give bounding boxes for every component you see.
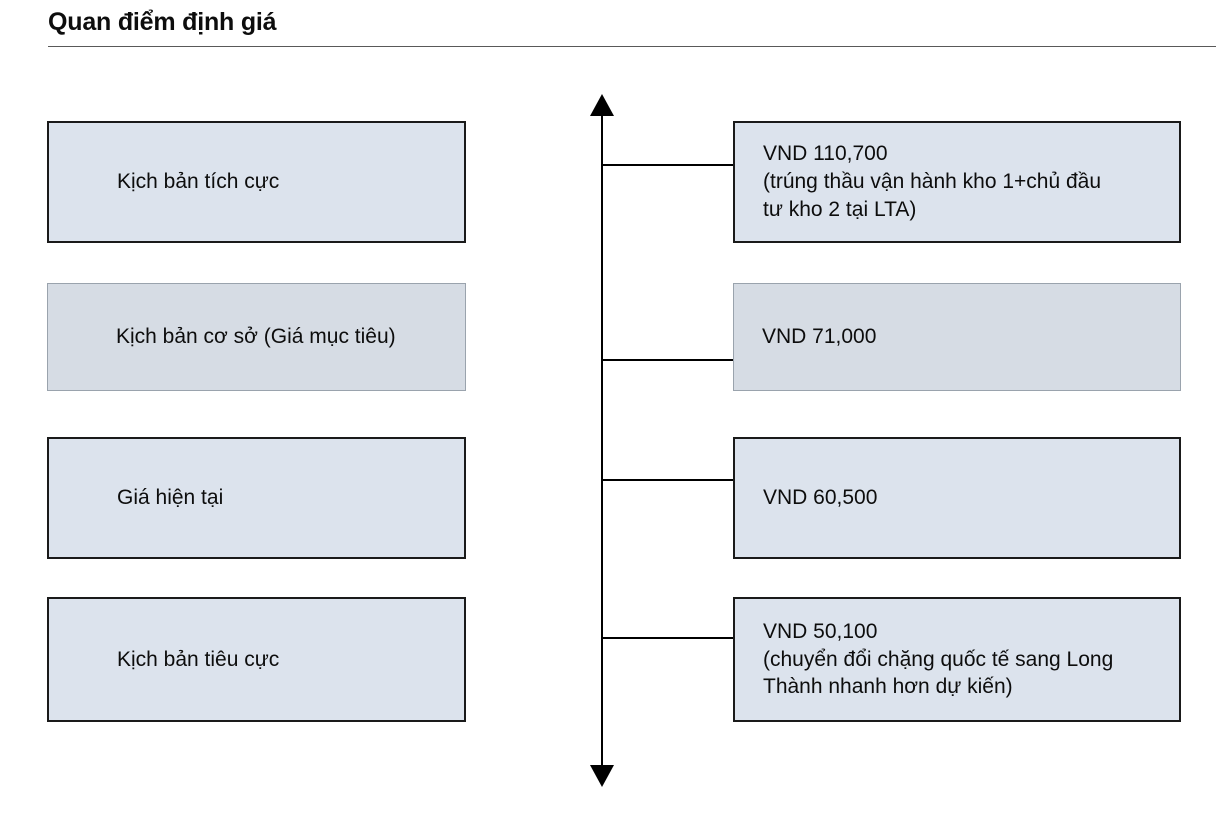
scenario-box-current[interactable]: Giá hiện tại xyxy=(47,437,466,559)
scenario-box-positive[interactable]: Kịch bản tích cực xyxy=(47,121,466,243)
scenario-box-base[interactable]: Kịch bản cơ sở (Giá mục tiêu) xyxy=(47,283,466,391)
value-box-positive[interactable]: VND 110,700 (trúng thầu vận hành kho 1+c… xyxy=(733,121,1181,243)
value-box-base[interactable]: VND 71,000 xyxy=(733,283,1181,391)
title-divider xyxy=(48,46,1216,47)
connector-line-current xyxy=(603,479,734,481)
scenario-box-negative[interactable]: Kịch bản tiêu cực xyxy=(47,597,466,722)
arrow-up-icon xyxy=(590,94,614,116)
scenario-label-negative: Kịch bản tiêu cực xyxy=(117,647,280,671)
scenario-label-base: Kịch bản cơ sở (Giá mục tiêu) xyxy=(116,325,396,349)
value-box-negative[interactable]: VND 50,100 (chuyển đổi chặng quốc tế san… xyxy=(733,597,1181,722)
value-label-positive: VND 110,700 (trúng thầu vận hành kho 1+c… xyxy=(763,142,1102,221)
value-box-current[interactable]: VND 60,500 xyxy=(733,437,1181,559)
page-title: Quan điểm định giá xyxy=(48,8,277,36)
scenario-label-positive: Kịch bản tích cực xyxy=(117,170,280,194)
connector-line-base xyxy=(603,359,734,361)
value-label-current: VND 60,500 xyxy=(763,486,878,510)
connector-line-negative xyxy=(603,637,734,639)
value-label-base: VND 71,000 xyxy=(762,325,877,349)
scenario-label-current: Giá hiện tại xyxy=(117,486,224,510)
connector-line-positive xyxy=(603,164,734,166)
value-label-negative: VND 50,100 (chuyển đổi chặng quốc tế san… xyxy=(763,619,1114,699)
arrow-down-icon xyxy=(590,765,614,787)
vertical-axis-line xyxy=(601,110,603,770)
